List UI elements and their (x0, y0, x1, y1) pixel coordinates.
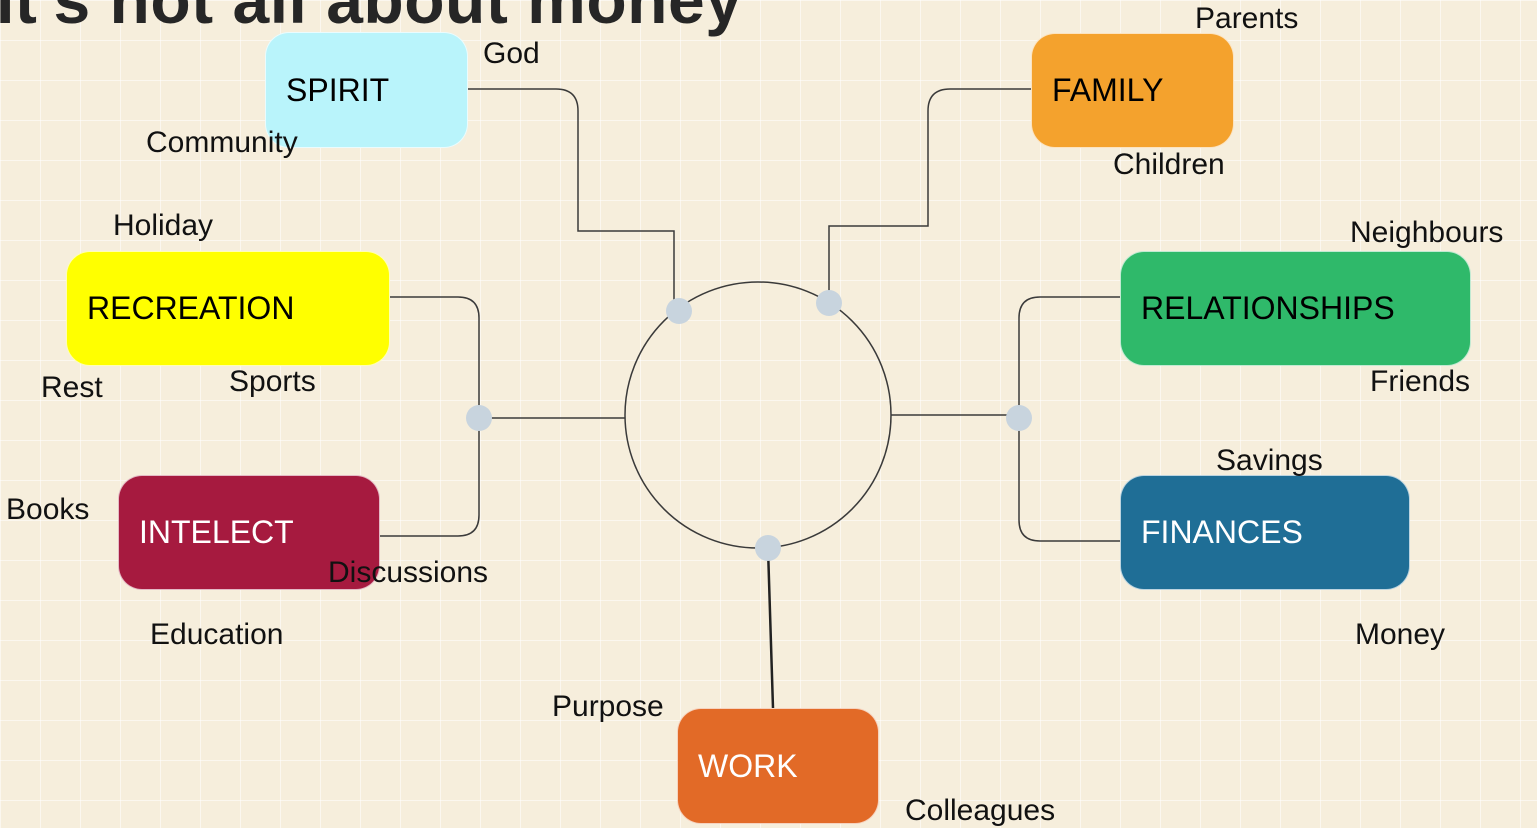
connector-spirit (468, 88, 675, 312)
intelect-label: INTELECT (139, 514, 294, 550)
recreation-label: RECREATION (87, 290, 295, 326)
junction-dot-family (816, 290, 842, 316)
label-rest: Rest (41, 371, 103, 404)
finances-box: FINANCES (1120, 475, 1410, 590)
junction-dot-left (466, 405, 492, 431)
label-money: Money (1355, 618, 1446, 651)
label-sports: Sports (229, 365, 316, 398)
work-label: WORK (698, 747, 798, 784)
label-children: Children (1113, 148, 1225, 181)
label-neighbours: Neighbours (1350, 216, 1504, 249)
junction-dot-right (1006, 405, 1032, 431)
label-savings: Savings (1216, 444, 1323, 477)
connector-recreation-intelect (380, 296, 480, 537)
label-parents: Parents (1195, 2, 1299, 35)
connector-relationships-finances (1018, 296, 1121, 542)
finances-label: FINANCES (1141, 514, 1303, 550)
connector-work (766, 547, 775, 709)
label-friends: Friends (1370, 365, 1471, 398)
family-label: FAMILY (1052, 72, 1164, 108)
label-colleagues: Colleagues (905, 794, 1056, 827)
relationships-label: RELATIONSHIPS (1141, 290, 1395, 326)
recreation-box: RECREATION (66, 251, 390, 366)
label-purpose: Purpose (552, 690, 664, 723)
label-discussions: Discussions (328, 556, 489, 589)
junction-dot-work (755, 535, 781, 561)
spirit-label: SPIRIT (286, 71, 390, 108)
label-community: Community (146, 126, 298, 159)
work-box: WORK (677, 708, 879, 824)
center-circle (624, 281, 892, 549)
label-god: God (483, 37, 540, 70)
intelect-box: INTELECT (118, 475, 380, 590)
relationships-box: RELATIONSHIPS (1120, 251, 1471, 366)
slide-title: It's not all about money (0, 0, 743, 37)
connector-family (828, 88, 1033, 303)
junction-dot-spirit (666, 298, 692, 324)
family-box: FAMILY (1031, 33, 1234, 148)
label-books: Books (6, 493, 90, 526)
spirit-box: SPIRIT (265, 32, 468, 148)
label-holiday: Holiday (113, 209, 214, 242)
label-education: Education (150, 618, 284, 651)
